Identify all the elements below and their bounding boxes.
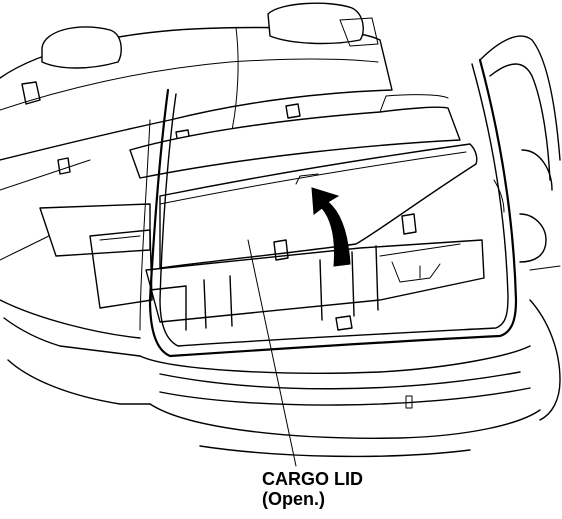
lid-hinge-left [273,239,289,261]
right-headrest [267,2,364,45]
lift-arrow-icon [311,187,351,267]
callout-leader-line [247,239,297,467]
callout-line-1: CARGO LID [262,469,363,489]
latch-striker [335,315,353,331]
side-panel [39,203,153,309]
lid-hinge-right [401,213,417,235]
left-headrest [41,26,122,69]
callout-line-2: (Open.) [262,489,325,509]
right-body [479,35,561,271]
tailgate-frame [139,58,518,358]
rear-seat [0,2,393,261]
rear-bumper [0,299,561,458]
cargo-lid-callout: CARGO LID (Open.) [262,469,363,509]
underfloor-compartment [145,239,485,331]
cargo-back-panel [129,94,461,179]
